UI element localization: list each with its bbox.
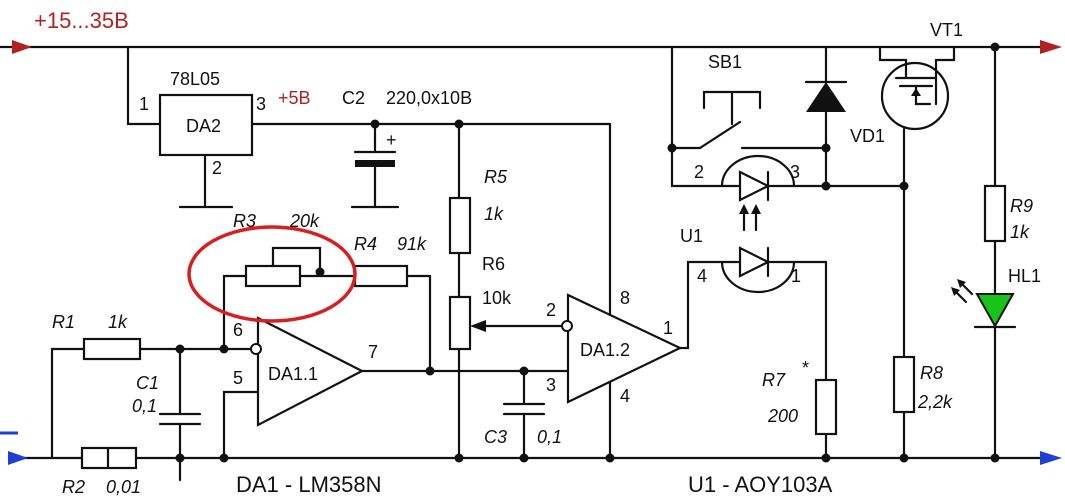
da11-label: DA1.1 bbox=[268, 364, 318, 384]
rail-positive-arrow-left bbox=[12, 40, 32, 54]
r3-label: R3 bbox=[233, 211, 256, 231]
r1-label: R1 bbox=[52, 312, 75, 332]
resistor-r8 bbox=[892, 355, 916, 414]
resistor-r4 bbox=[353, 264, 409, 288]
hl1-label: HL1 bbox=[1008, 266, 1041, 286]
diode-vd1 bbox=[804, 45, 848, 188]
c1-value: 0,1 bbox=[132, 396, 157, 416]
r5-label: R5 bbox=[484, 167, 508, 187]
r1-value: 1k bbox=[108, 312, 128, 332]
r3-value: 20k bbox=[289, 211, 320, 231]
opamp-da1-2 bbox=[561, 293, 683, 404]
highlight-ellipse bbox=[187, 225, 357, 323]
supply-voltage-label: +15...35B bbox=[34, 8, 129, 33]
optocoupler-u1 bbox=[670, 146, 832, 294]
u1-pin2: 2 bbox=[694, 162, 704, 182]
da11-pin5: 5 bbox=[233, 368, 243, 388]
da2-part-label: 78L05 bbox=[170, 69, 220, 89]
vd1-label: VD1 bbox=[850, 126, 885, 146]
da2-pin1: 1 bbox=[139, 94, 149, 114]
da11-pin7: 7 bbox=[368, 342, 378, 362]
da12-pin1: 1 bbox=[663, 318, 673, 338]
r2-label: R2 bbox=[62, 477, 85, 497]
c2-plus: + bbox=[386, 130, 397, 150]
mosfet-vt1 bbox=[878, 45, 956, 188]
da11-pin6: 6 bbox=[233, 320, 243, 340]
u1-pin1: 1 bbox=[791, 266, 801, 286]
rail-positive-arrow-right bbox=[1040, 40, 1062, 54]
u1-label: U1 bbox=[680, 226, 703, 246]
c2-label: C2 bbox=[342, 88, 365, 108]
da1-part-label: DA1 - LM358N bbox=[236, 472, 382, 497]
c2-value: 220,0x10B bbox=[386, 88, 472, 108]
resistor-r1 bbox=[82, 337, 142, 361]
r7-star: * bbox=[802, 358, 809, 378]
resistor-r5 bbox=[448, 196, 472, 255]
r6-value: 10k bbox=[482, 288, 512, 308]
u1-part-label: U1 - AOY103A bbox=[688, 472, 833, 497]
junctions bbox=[175, 42, 1000, 463]
switch-sb1 bbox=[670, 45, 828, 150]
sb1-label: SB1 bbox=[708, 52, 742, 72]
da12-label: DA1.2 bbox=[580, 340, 630, 360]
r7-value: 200 bbox=[767, 406, 798, 426]
r4-value: 91k bbox=[397, 234, 427, 254]
r2-value: 0,01 bbox=[106, 477, 141, 497]
da12-pin8: 8 bbox=[620, 288, 630, 308]
resistor-r3 bbox=[244, 264, 302, 288]
r8-label: R8 bbox=[920, 363, 943, 383]
capacitor-c3 bbox=[502, 369, 546, 460]
da12-pin3: 3 bbox=[546, 375, 556, 395]
r4-label: R4 bbox=[354, 234, 377, 254]
r7-label: R7 bbox=[762, 370, 786, 390]
da12-pin4: 4 bbox=[620, 386, 630, 406]
r9-value: 1k bbox=[1010, 222, 1030, 242]
rail-ground-arrow-right bbox=[1040, 451, 1062, 465]
c3-label: C3 bbox=[484, 427, 507, 447]
resistor-r9 bbox=[983, 184, 1007, 243]
r6-label: R6 bbox=[482, 254, 505, 274]
capacitor-c1 bbox=[158, 347, 202, 482]
capacitor-c2 bbox=[350, 122, 400, 209]
r9-label: R9 bbox=[1010, 196, 1033, 216]
resistor-r7 bbox=[814, 378, 838, 436]
r5-value: 1k bbox=[484, 204, 504, 224]
da12-pin2: 2 bbox=[546, 300, 556, 320]
da2-pin3: 3 bbox=[256, 94, 266, 114]
c1-label: C1 bbox=[136, 373, 159, 393]
rail-ground-arrow-left bbox=[8, 451, 28, 465]
vt1-label: VT1 bbox=[930, 20, 963, 40]
potentiometer-r6 bbox=[448, 295, 472, 351]
ground-rail bbox=[0, 431, 1062, 465]
c3-value: 0,1 bbox=[537, 427, 562, 447]
da2-pin2: 2 bbox=[212, 158, 222, 178]
u1-pin4: 4 bbox=[697, 266, 707, 286]
r8-value: 2,2k bbox=[917, 392, 953, 412]
u1-pin3: 3 bbox=[790, 162, 800, 182]
supply-rail-positive bbox=[0, 40, 1062, 54]
led-hl1 bbox=[951, 279, 1017, 460]
da2-label: DA2 bbox=[186, 116, 221, 136]
plus5-label: +5B bbox=[278, 88, 311, 108]
regulator-da2 bbox=[126, 45, 612, 209]
